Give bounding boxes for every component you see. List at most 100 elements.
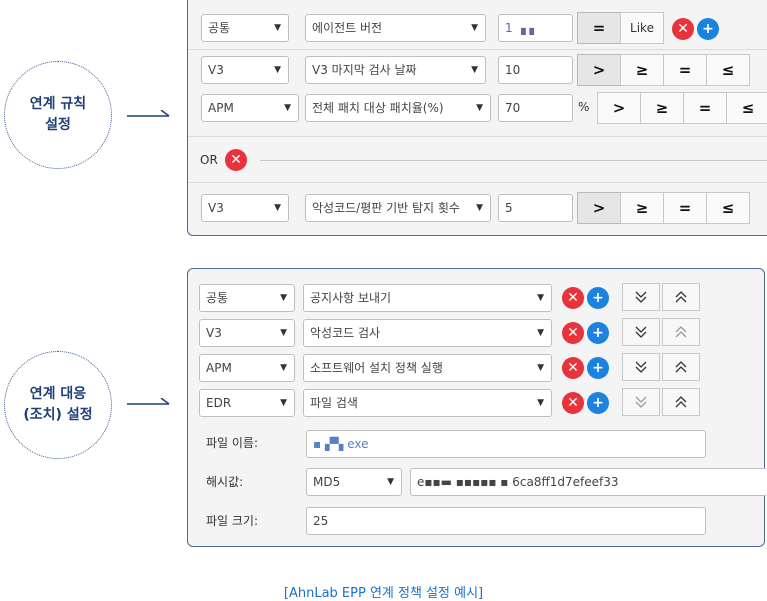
- double-chevron-down-icon: [635, 291, 647, 303]
- dropdown-caret-icon: ▼: [537, 398, 544, 408]
- move-up-button[interactable]: [662, 353, 700, 381]
- double-chevron-down-icon: [635, 326, 647, 338]
- filesize-label: 파일 크기:: [206, 514, 259, 528]
- operator-lte[interactable]: ≤: [726, 92, 767, 124]
- remove-condition-icon[interactable]: ✕: [672, 18, 694, 40]
- move-down-button[interactable]: [622, 318, 660, 346]
- dropdown-caret-icon: ▼: [284, 103, 291, 113]
- response-label-line2: (조치) 설정: [23, 407, 93, 423]
- value-input[interactable]: 1 ▗ ▖: [498, 14, 573, 42]
- move-up-button[interactable]: [662, 283, 700, 311]
- move-down-button[interactable]: [622, 388, 660, 416]
- rules-arrow-icon: [127, 110, 170, 117]
- double-chevron-down-icon: [635, 396, 647, 408]
- operator-gte[interactable]: ≥: [620, 54, 664, 86]
- double-chevron-up-icon: [675, 291, 687, 303]
- add-condition-icon[interactable]: +: [697, 18, 719, 40]
- category-select[interactable]: APM▼: [199, 354, 295, 382]
- field-select[interactable]: 전체 패치 대상 패치율(%)▼: [305, 94, 491, 122]
- dropdown-caret-icon: ▼: [471, 23, 478, 33]
- category-select[interactable]: V3▼: [199, 319, 295, 347]
- remove-group-icon[interactable]: ✕: [225, 149, 247, 171]
- rules-label-line1: 연계 규칙: [29, 96, 87, 112]
- operator-eq[interactable]: =: [663, 192, 707, 224]
- operator-eq[interactable]: =: [683, 92, 727, 124]
- dropdown-caret-icon: ▼: [476, 203, 483, 213]
- dropdown-caret-icon: ▼: [471, 65, 478, 75]
- operator-gte[interactable]: ≥: [620, 192, 664, 224]
- operator-lte[interactable]: ≤: [706, 192, 750, 224]
- remove-action-icon[interactable]: ✕: [562, 322, 584, 344]
- remove-action-icon[interactable]: ✕: [562, 392, 584, 414]
- dropdown-caret-icon: ▼: [387, 477, 394, 487]
- operator-eq[interactable]: =: [663, 54, 707, 86]
- response-panel: 공통▼ 공지사항 보내기▼ ✕ + V3▼ 악성코드 검사▼ ✕ + APM▼ …: [187, 268, 766, 547]
- action-select[interactable]: 악성코드 검사▼: [303, 319, 552, 347]
- value-input[interactable]: 5: [498, 194, 573, 222]
- add-action-icon[interactable]: +: [587, 392, 609, 414]
- hash-value-input[interactable]: e▪▪▬ ▪▪▪▪▪ ▪ 6ca8ff1d7efeef33: [410, 468, 766, 496]
- response-arrow-icon: [127, 398, 170, 405]
- filename-input[interactable]: ▪ ▞▚ exe: [306, 430, 706, 458]
- value-input[interactable]: 70: [498, 94, 573, 122]
- move-down-button[interactable]: [622, 353, 660, 381]
- add-action-icon[interactable]: +: [587, 322, 609, 344]
- hash-label: 해시값:: [206, 475, 244, 489]
- remove-action-icon[interactable]: ✕: [562, 287, 584, 309]
- remove-action-icon[interactable]: ✕: [562, 357, 584, 379]
- filesize-input[interactable]: 25: [306, 507, 706, 535]
- rules-panel: 공통▼ 에이전트 버전▼ 1 ▗ ▖ = Like ✕ + V3▼ V3 마지막…: [187, 0, 767, 236]
- percent-unit: %: [578, 100, 590, 114]
- double-chevron-up-icon: [675, 396, 687, 408]
- category-select[interactable]: APM▼: [201, 94, 299, 122]
- figure-caption: [AhnLab EPP 연계 정책 설정 예시]: [283, 586, 484, 601]
- category-select[interactable]: V3▼: [201, 56, 289, 84]
- add-action-icon[interactable]: +: [587, 357, 609, 379]
- category-select[interactable]: 공통▼: [199, 284, 295, 312]
- action-select[interactable]: 공지사항 보내기▼: [303, 284, 552, 312]
- operator-gt[interactable]: >: [577, 192, 621, 224]
- double-chevron-down-icon: [635, 361, 647, 373]
- operator-group: = Like: [577, 12, 664, 44]
- operator-gt[interactable]: >: [597, 92, 641, 124]
- field-select[interactable]: V3 마지막 검사 날짜▼: [305, 56, 486, 84]
- rules-label-circle: 연계 규칙 설정: [4, 61, 112, 169]
- or-label: OR: [200, 153, 218, 167]
- action-select[interactable]: 소프트웨어 설치 정책 실행▼: [303, 354, 552, 382]
- response-label-circle: 연계 대응 (조치) 설정: [4, 351, 112, 459]
- dropdown-caret-icon: ▼: [537, 363, 544, 373]
- operator-like[interactable]: Like: [620, 12, 664, 44]
- dropdown-caret-icon: ▼: [280, 363, 287, 373]
- dropdown-caret-icon: ▼: [274, 23, 281, 33]
- dropdown-caret-icon: ▼: [280, 293, 287, 303]
- operator-gte[interactable]: ≥: [640, 92, 684, 124]
- double-chevron-up-icon: [675, 326, 687, 338]
- operator-equals[interactable]: =: [577, 12, 621, 44]
- operator-gt[interactable]: >: [577, 54, 621, 86]
- dropdown-caret-icon: ▼: [280, 328, 287, 338]
- move-up-button[interactable]: [662, 388, 700, 416]
- category-select[interactable]: EDR▼: [199, 389, 295, 417]
- filename-label: 파일 이름:: [206, 436, 259, 450]
- category-select[interactable]: 공통▼: [201, 14, 289, 42]
- action-select[interactable]: 파일 검색▼: [303, 389, 552, 417]
- dropdown-caret-icon: ▼: [537, 328, 544, 338]
- dropdown-caret-icon: ▼: [274, 203, 281, 213]
- field-select[interactable]: 악성코드/평판 기반 탐지 횟수▼: [305, 194, 491, 222]
- operator-group: > ≥ = ≤: [577, 54, 750, 86]
- move-up-button[interactable]: [662, 318, 700, 346]
- rules-label-line2: 설정: [45, 117, 71, 133]
- operator-group: > ≥ = ≤: [597, 92, 767, 124]
- add-action-icon[interactable]: +: [587, 287, 609, 309]
- dropdown-caret-icon: ▼: [537, 293, 544, 303]
- operator-group: > ≥ = ≤: [577, 192, 750, 224]
- dropdown-caret-icon: ▼: [476, 103, 483, 113]
- move-down-button[interactable]: [622, 283, 660, 311]
- response-label-line1: 연계 대응: [29, 386, 87, 402]
- operator-lte[interactable]: ≤: [706, 54, 750, 86]
- hash-type-select[interactable]: MD5▼: [306, 468, 402, 496]
- value-input[interactable]: 10: [498, 56, 573, 84]
- field-select[interactable]: 에이전트 버전▼: [305, 14, 486, 42]
- dropdown-caret-icon: ▼: [274, 65, 281, 75]
- category-select[interactable]: V3▼: [201, 194, 289, 222]
